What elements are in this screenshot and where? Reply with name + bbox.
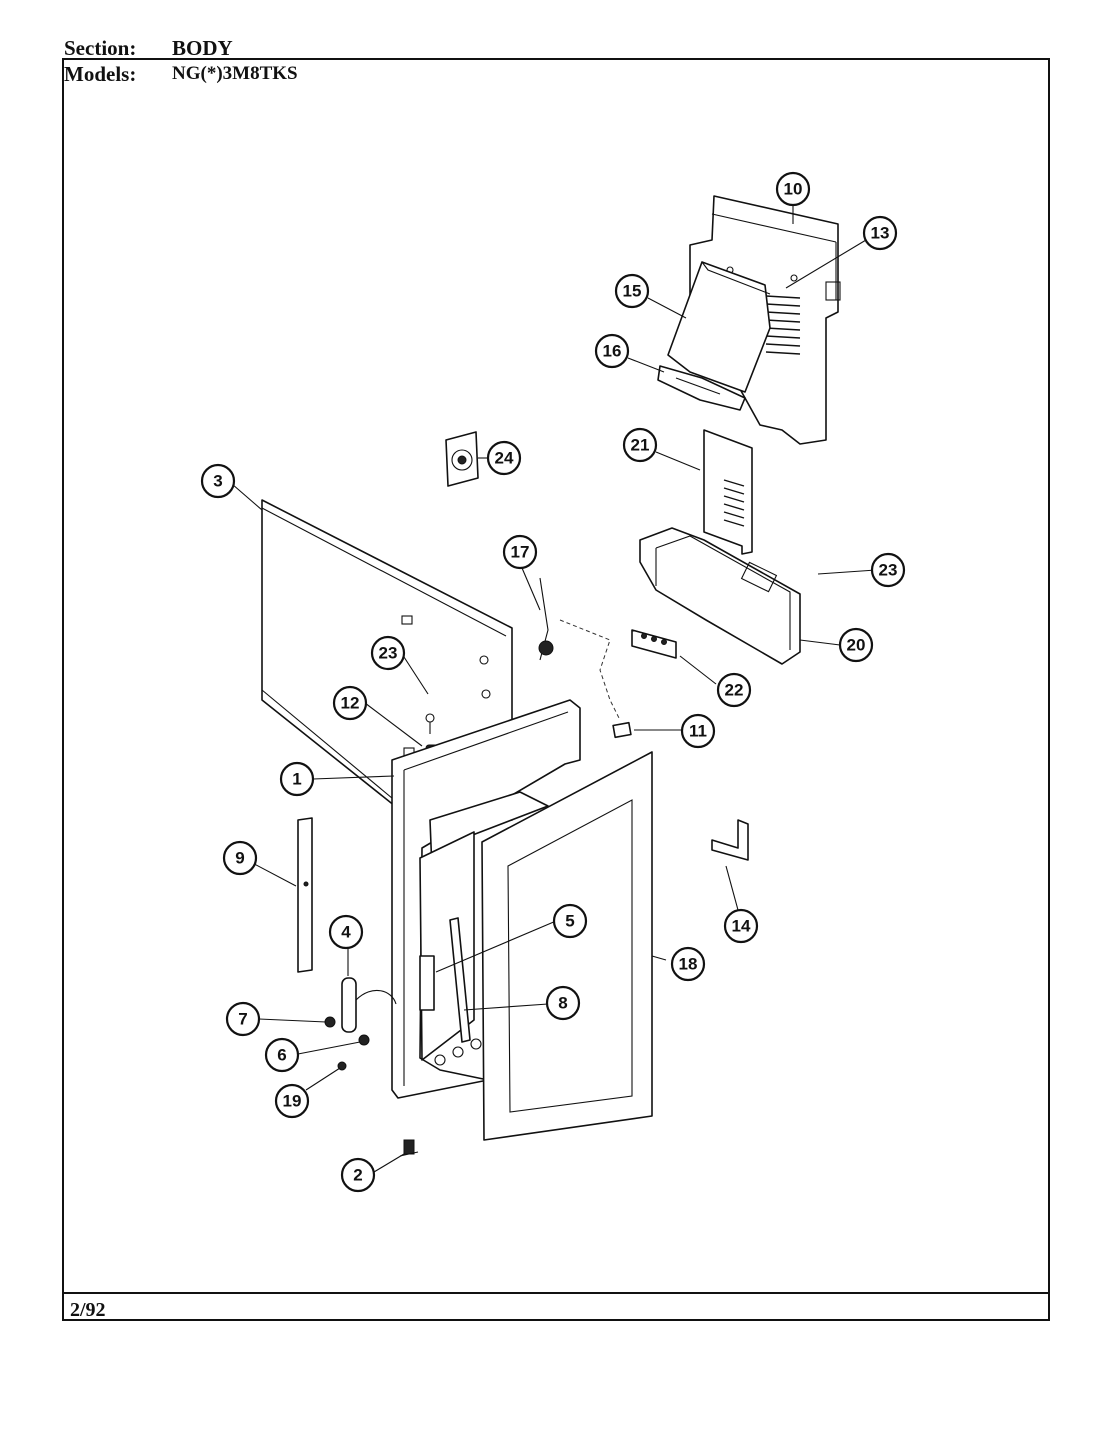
svg-text:12: 12 [341, 694, 360, 713]
trim-strip-part [297, 817, 313, 973]
svg-text:21: 21 [631, 436, 650, 455]
callout-13: 13 [862, 215, 898, 251]
callout-9: 9 [222, 840, 258, 876]
svg-text:13: 13 [871, 224, 890, 243]
models-value: NG(*)3M8TKS [172, 63, 298, 84]
svg-text:9: 9 [235, 849, 244, 868]
svg-text:24: 24 [495, 449, 514, 468]
svg-text:7: 7 [238, 1010, 247, 1029]
callout-14: 14 [723, 908, 759, 944]
svg-text:23: 23 [879, 561, 898, 580]
callout-10: 10 [775, 171, 811, 207]
leveling-leg-part [399, 1139, 419, 1157]
callout-21: 21 [622, 427, 658, 463]
callout-23a: 23 [370, 635, 406, 671]
leader-lines [231, 205, 877, 1173]
callout-4: 4 [328, 914, 364, 950]
control-housing-part [639, 527, 801, 665]
small-bracket-part [445, 431, 479, 487]
svg-text:16: 16 [603, 342, 622, 361]
callout-6: 6 [264, 1037, 300, 1073]
callout-23b: 23 [870, 552, 906, 588]
vent-hood-part [657, 261, 771, 411]
callout-18: 18 [670, 946, 706, 982]
svg-text:23: 23 [379, 644, 398, 663]
svg-text:17: 17 [511, 543, 530, 562]
section-label: Section: [64, 36, 137, 60]
callout-17: 17 [502, 534, 538, 570]
svg-text:10: 10 [784, 180, 803, 199]
svg-text:15: 15 [623, 282, 642, 301]
callout-12: 12 [332, 685, 368, 721]
svg-text:18: 18 [679, 955, 698, 974]
callout-7: 7 [225, 1001, 261, 1037]
svg-text:1: 1 [292, 770, 301, 789]
vent-duct-part [703, 429, 753, 555]
mount-bracket-part [711, 819, 749, 861]
callout-24: 24 [486, 440, 522, 476]
callout-2: 2 [340, 1157, 376, 1193]
svg-text:4: 4 [341, 923, 351, 942]
svg-text:2: 2 [353, 1166, 362, 1185]
callout-11: 11 [680, 713, 716, 749]
svg-text:20: 20 [847, 636, 866, 655]
callout-15: 15 [614, 273, 650, 309]
callout-5: 5 [552, 903, 588, 939]
wire-harness-part [538, 577, 621, 721]
footer-rule [62, 1292, 1050, 1294]
door-frame-part [481, 751, 653, 1141]
callout-1: 1 [279, 761, 315, 797]
callout-22: 22 [716, 672, 752, 708]
svg-text:14: 14 [732, 917, 751, 936]
svg-text:11: 11 [689, 722, 707, 741]
svg-text:5: 5 [565, 912, 574, 931]
callout-8: 8 [545, 985, 581, 1021]
svg-text:3: 3 [213, 472, 222, 491]
switch-part [612, 721, 632, 739]
section-value: BODY [172, 36, 233, 60]
terminal-block-part [631, 629, 677, 659]
callout-3: 3 [200, 463, 236, 499]
callout-19: 19 [274, 1083, 310, 1119]
svg-text:19: 19 [283, 1092, 302, 1111]
callout-20: 20 [838, 627, 874, 663]
svg-text:8: 8 [558, 994, 567, 1013]
svg-text:22: 22 [725, 681, 744, 700]
callout-16: 16 [594, 333, 630, 369]
diagram-frame [62, 58, 1050, 1321]
svg-text:6: 6 [277, 1046, 286, 1065]
models-label: Models: [64, 62, 137, 86]
revision-date: 2/92 [70, 1299, 106, 1321]
